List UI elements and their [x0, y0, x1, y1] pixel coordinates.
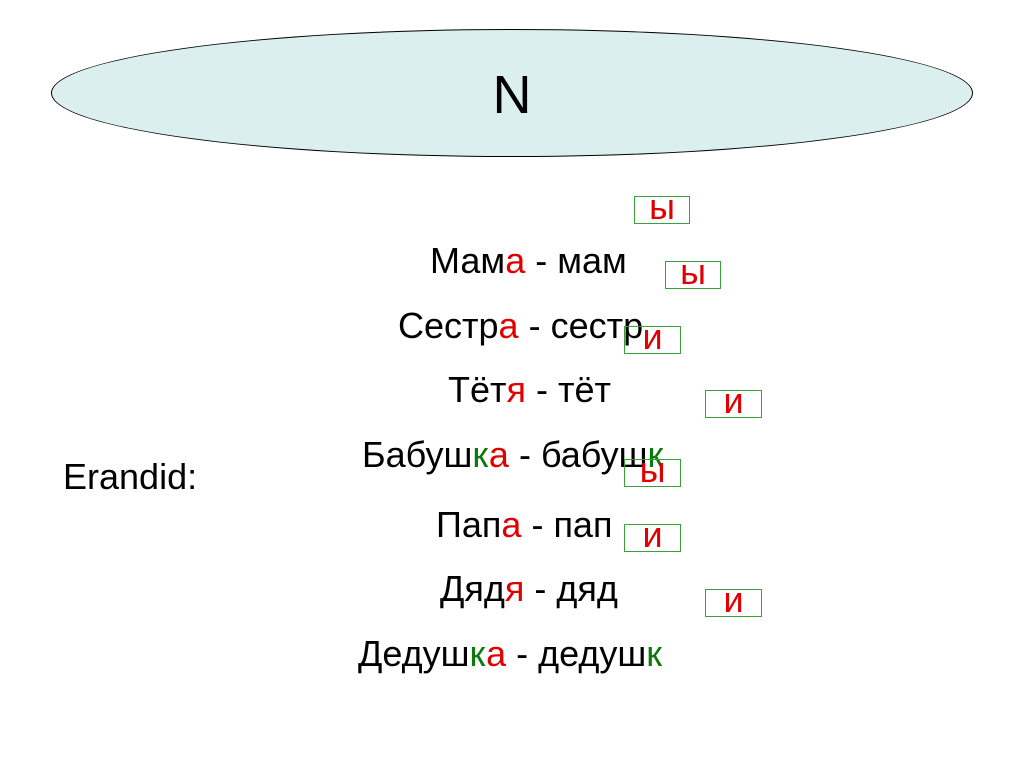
singular-stem-consonant: к — [472, 434, 489, 475]
separator: - — [518, 305, 551, 346]
plural-stem: пап — [553, 504, 613, 545]
separator: - — [524, 568, 557, 609]
word-row: Тётя - тёт — [408, 318, 611, 410]
endings-label: Erandid: — [63, 456, 198, 497]
singular-ending: а — [501, 504, 522, 545]
plural-stem-consonant: к — [647, 434, 664, 475]
plural-ending: ы — [639, 449, 666, 490]
plural-stem-consonant: к — [646, 633, 662, 674]
plural-ending-box: и — [624, 319, 681, 355]
plural-stem: сестр — [550, 305, 644, 346]
slide-title: N — [492, 65, 532, 125]
singular-stem: Тёт — [448, 369, 507, 410]
plural-ending: ы — [649, 186, 675, 227]
singular-ending: а — [488, 434, 509, 475]
singular-ending: а — [486, 633, 507, 674]
plural-stem: дедуш — [538, 633, 647, 674]
singular-stem: Мам — [430, 240, 506, 281]
separator: - — [508, 434, 541, 475]
singular-stem: Дедуш — [358, 633, 470, 674]
plural-ending-box: и — [705, 582, 762, 618]
word-row: Дедушка - дедушк — [318, 582, 662, 674]
singular-ending: я — [504, 568, 525, 609]
word-row: Папа - пап — [396, 453, 612, 545]
plural-stem: дяд — [556, 568, 618, 609]
singular-ending: а — [505, 240, 526, 281]
plural-ending: и — [642, 514, 663, 555]
word-row: Бабушка - бабушк — [322, 383, 663, 475]
singular-ending: а — [498, 305, 519, 346]
plural-stem: тёт — [558, 369, 612, 410]
singular-ending: я — [506, 369, 527, 410]
word-row: Мама - мам — [390, 189, 627, 281]
plural-ending-box: и — [705, 383, 762, 419]
word-row: Сестра - сестр — [358, 254, 643, 346]
plural-ending: ы — [680, 251, 706, 292]
plural-stem: бабуш — [540, 434, 648, 475]
singular-stem-consonant: к — [469, 633, 487, 674]
separator: - — [526, 369, 559, 410]
plural-ending-box: ы — [624, 452, 681, 488]
plural-ending: и — [723, 579, 744, 620]
separator: - — [506, 633, 539, 674]
plural-ending-box: и — [624, 517, 681, 553]
singular-stem: Бабуш — [362, 434, 473, 475]
title-ellipse: N — [51, 29, 973, 157]
plural-ending-box: ы — [665, 254, 721, 290]
plural-ending-box: ы — [634, 189, 690, 225]
singular-stem: Пап — [436, 504, 502, 545]
plural-ending: и — [642, 316, 663, 357]
separator: - — [521, 504, 554, 545]
plural-ending: и — [723, 380, 744, 421]
separator: - — [525, 240, 558, 281]
word-row: Дядя - дяд — [400, 517, 618, 609]
singular-stem: Дяд — [440, 568, 505, 609]
plural-stem: мам — [557, 240, 627, 281]
singular-stem: Сестр — [398, 305, 499, 346]
